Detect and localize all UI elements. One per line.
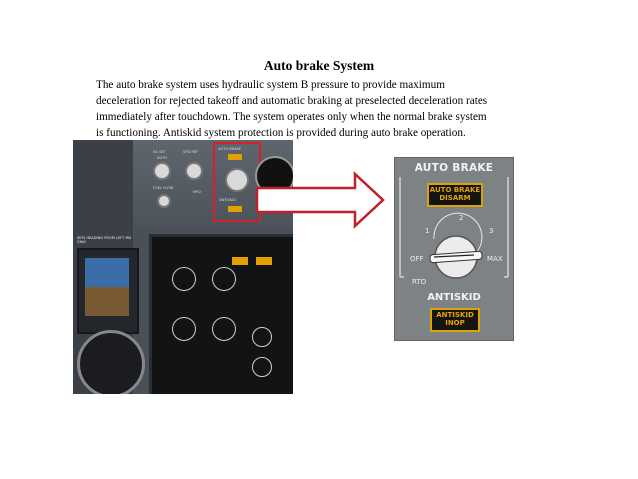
engine-display — [149, 234, 293, 394]
paragraph-line: deceleration for rejected takeoff and au… — [96, 95, 488, 107]
disarm-light-line: DISARM — [439, 194, 471, 202]
antiskid-label: ANTISKID — [427, 292, 481, 303]
spd-ref-knob — [185, 162, 203, 180]
inop-light-line: ANTISKID — [436, 311, 474, 319]
cockpit-photo: N1 SET AUTO SPD REF FUEL FLOW MFD AUTO B… — [73, 140, 293, 394]
antiskid-inop-light[interactable]: ANTISKID INOP — [430, 308, 480, 332]
document-title: Auto brake System — [263, 58, 375, 73]
paragraph-line: The auto brake system uses hydraulic sys… — [96, 79, 445, 91]
auto-brake-small-label: AUTO BRAKE — [218, 147, 242, 151]
panel-header: AUTO BRAKE — [414, 162, 494, 174]
fuel-flow-switch — [157, 194, 171, 208]
description-paragraph: The auto brake system uses hydraulic sys… — [96, 77, 546, 141]
n1-set-knob — [153, 162, 171, 180]
position-3-label: 3 — [489, 227, 494, 235]
rto-position-label: RTO — [412, 278, 427, 286]
amber-indication — [232, 257, 248, 265]
engine-arc — [252, 327, 272, 347]
fuel-flow-label: FUEL FLOW — [153, 186, 174, 190]
mfd-label: MFD — [193, 190, 201, 194]
isfd-note: ISFD HEADING FROM LEFT IRS ONLY — [77, 236, 132, 244]
engine-arc — [212, 267, 236, 291]
standby-instrument-dial — [77, 330, 145, 394]
disarm-light-line: AUTO BRAKE — [429, 186, 481, 194]
n1-set-label: N1 SET — [153, 150, 166, 154]
engine-arc — [252, 357, 272, 377]
auto-brake-panel: AUTO BRAKE AUTO BRAKE DISARM 2 1 3 OFF M… — [394, 157, 514, 341]
engine-arc — [172, 317, 196, 341]
panel-graphics — [399, 177, 509, 279]
engine-arc — [172, 267, 196, 291]
inop-light-line: INOP — [445, 319, 465, 327]
disarm-light-small — [228, 154, 242, 160]
max-position-label: MAX — [487, 255, 503, 263]
isfd-screen — [85, 258, 129, 316]
engine-arc — [212, 317, 236, 341]
auto-label: AUTO — [157, 156, 168, 160]
antiskid-small-label: ANTISKID — [219, 198, 236, 202]
position-1-label: 1 — [425, 227, 430, 235]
auto-brake-disarm-light[interactable]: AUTO BRAKE DISARM — [427, 183, 483, 207]
off-position-label: OFF — [410, 255, 424, 263]
auto-brake-highlight-box: AUTO BRAKE ANTISKID — [213, 142, 261, 222]
paragraph-line: immediately after touchdown. The system … — [96, 111, 487, 123]
paragraph-line: is functioning. Antiskid system protecti… — [96, 127, 466, 139]
amber-indication — [256, 257, 272, 265]
auto-brake-knob-small — [225, 168, 249, 192]
isfd-instrument — [77, 248, 139, 334]
callout-arrow — [255, 171, 385, 229]
spd-ref-label: SPD REF — [183, 150, 199, 154]
position-2-label: 2 — [459, 214, 464, 222]
inop-light-small — [228, 206, 242, 212]
